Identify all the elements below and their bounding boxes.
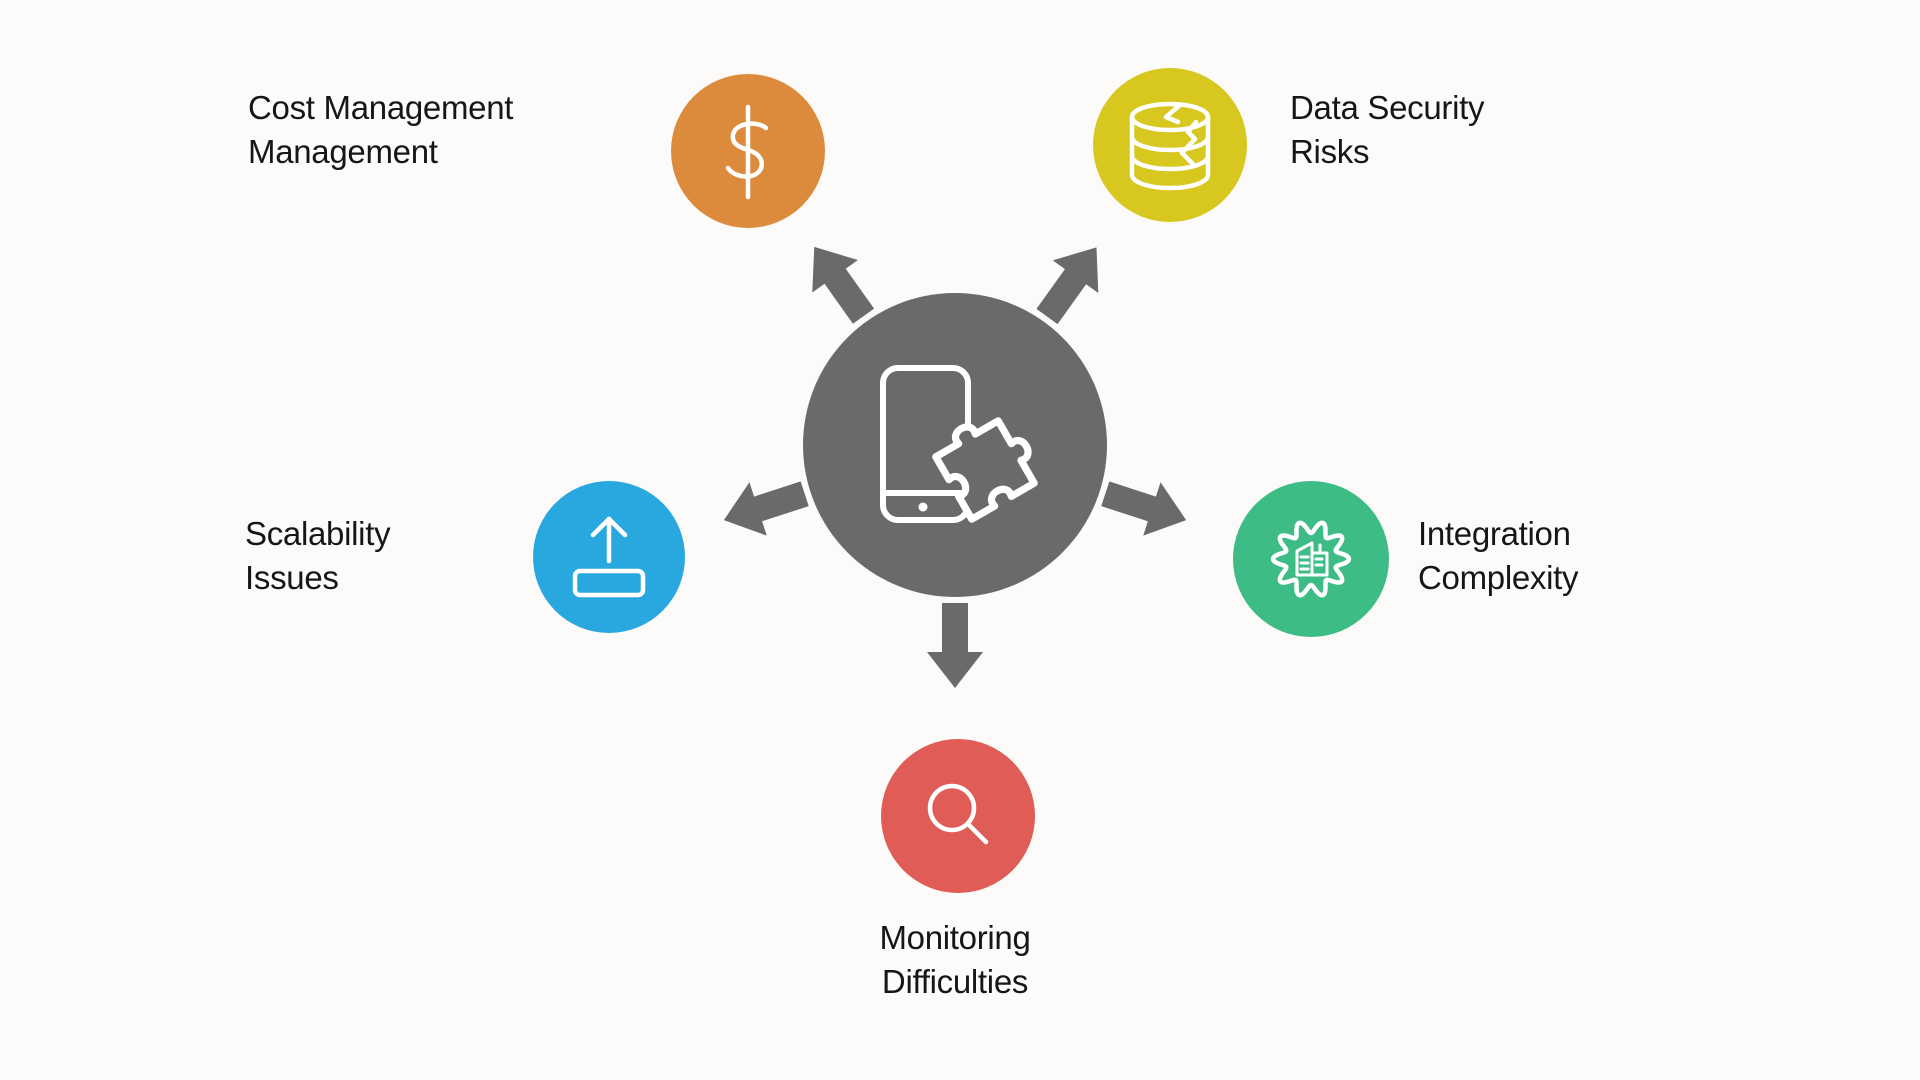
arrow-to-integration [1101, 481, 1187, 536]
label-line: Risks [1290, 133, 1370, 170]
node-label-data-security: Data Security Risks [1290, 86, 1484, 174]
node-integration [1233, 481, 1389, 637]
node-monitoring-circle [881, 739, 1035, 893]
arrow-to-monitoring [927, 603, 983, 688]
node-data-security-circle [1093, 68, 1247, 222]
node-data-security [1093, 68, 1247, 222]
gear-building-icon [1270, 520, 1352, 598]
node-label-scalability: Scalability Issues [245, 512, 391, 600]
label-line: Issues [245, 559, 339, 596]
label-line: Monitoring [879, 919, 1031, 956]
node-monitoring [881, 739, 1035, 893]
dollar-icon [725, 104, 769, 200]
label-line: Integration [1418, 515, 1571, 552]
upload-icon [572, 516, 646, 598]
hub-arrows [723, 246, 1187, 688]
label-line: Difficulties [881, 963, 1029, 1000]
label-line: Data Security [1290, 89, 1485, 126]
arrow-to-cost-management [812, 246, 875, 324]
puzzle-piece [932, 417, 1038, 523]
label-line: Cost Management [248, 89, 514, 126]
node-scalability [533, 481, 685, 633]
node-label-cost-management: Cost Management Management [248, 86, 513, 174]
cracked-database-icon [1129, 101, 1211, 191]
label-line: Complexity [1418, 559, 1579, 596]
arrow-to-scalability [723, 481, 809, 536]
node-label-monitoring: Monitoring Difficulties [755, 916, 1155, 1004]
arrow-to-data-security [1036, 247, 1099, 325]
center-hub [803, 293, 1107, 597]
node-label-integration: Integration Complexity [1418, 512, 1579, 600]
phone-puzzle-icon [880, 365, 1038, 523]
node-cost-management [671, 74, 825, 228]
label-line: Management [248, 133, 438, 170]
magnifier-icon [927, 783, 989, 845]
label-line: Scalability [245, 515, 391, 552]
